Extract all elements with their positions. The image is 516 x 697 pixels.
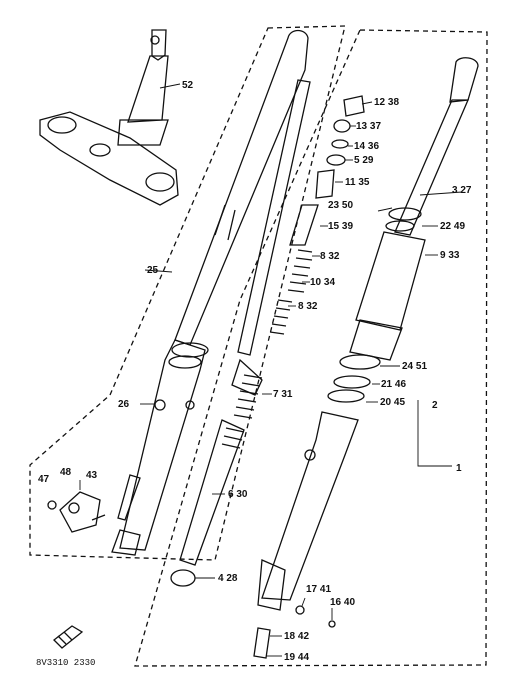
callout-22: 22 49	[440, 221, 465, 232]
callout-23: 23 50	[328, 200, 353, 211]
callout-8a: 8 32	[320, 251, 340, 262]
callout-2: 2	[432, 400, 438, 411]
inner-tube	[170, 79, 311, 587]
callout-5: 5 29	[354, 155, 374, 166]
callout-21: 21 46	[381, 379, 406, 390]
callout-6: 6 30	[228, 489, 248, 500]
callout-1: 1	[456, 463, 462, 474]
brake-caliper	[47, 491, 106, 533]
callout-26: 26	[118, 399, 130, 410]
callout-12: 12 38	[374, 97, 399, 108]
callout-3: 3 27	[452, 185, 472, 196]
callout-11: 11 35	[345, 177, 370, 188]
leader-lines	[79, 83, 463, 657]
right-fork-assembly	[253, 57, 479, 659]
footer-code: 8V3310 2330	[36, 658, 95, 668]
spring-stack	[221, 204, 319, 449]
callout-47: 47	[38, 474, 50, 485]
reference-icon	[53, 625, 84, 649]
callout-48: 48	[60, 467, 72, 478]
callout-15: 15 39	[328, 221, 353, 232]
callout-8b: 8 32	[298, 301, 318, 312]
callout-16: 16 40	[330, 597, 355, 608]
steering-stem	[39, 29, 179, 206]
callout-52: 52	[182, 80, 194, 91]
callout-labels: 52 12 38 13 37 14 36 5 29 11 35 3 27 23 …	[36, 80, 472, 668]
callout-24: 24 51	[402, 361, 427, 372]
callout-14: 14 36	[354, 141, 379, 152]
callout-7: 7 31	[273, 389, 293, 400]
callout-13: 13 37	[356, 121, 381, 132]
callout-9: 9 33	[440, 250, 460, 261]
callout-20: 20 45	[380, 397, 405, 408]
callout-19: 19 44	[284, 652, 309, 663]
callout-17: 17 41	[306, 584, 331, 595]
callout-43: 43	[86, 470, 98, 481]
callout-10: 10 34	[310, 277, 335, 288]
callout-4: 4 28	[218, 573, 238, 584]
callout-18: 18 42	[284, 631, 309, 642]
left-fork-assembly	[111, 29, 309, 556]
callout-25: 25	[147, 265, 159, 276]
left-fork-group-outline	[29, 25, 346, 561]
